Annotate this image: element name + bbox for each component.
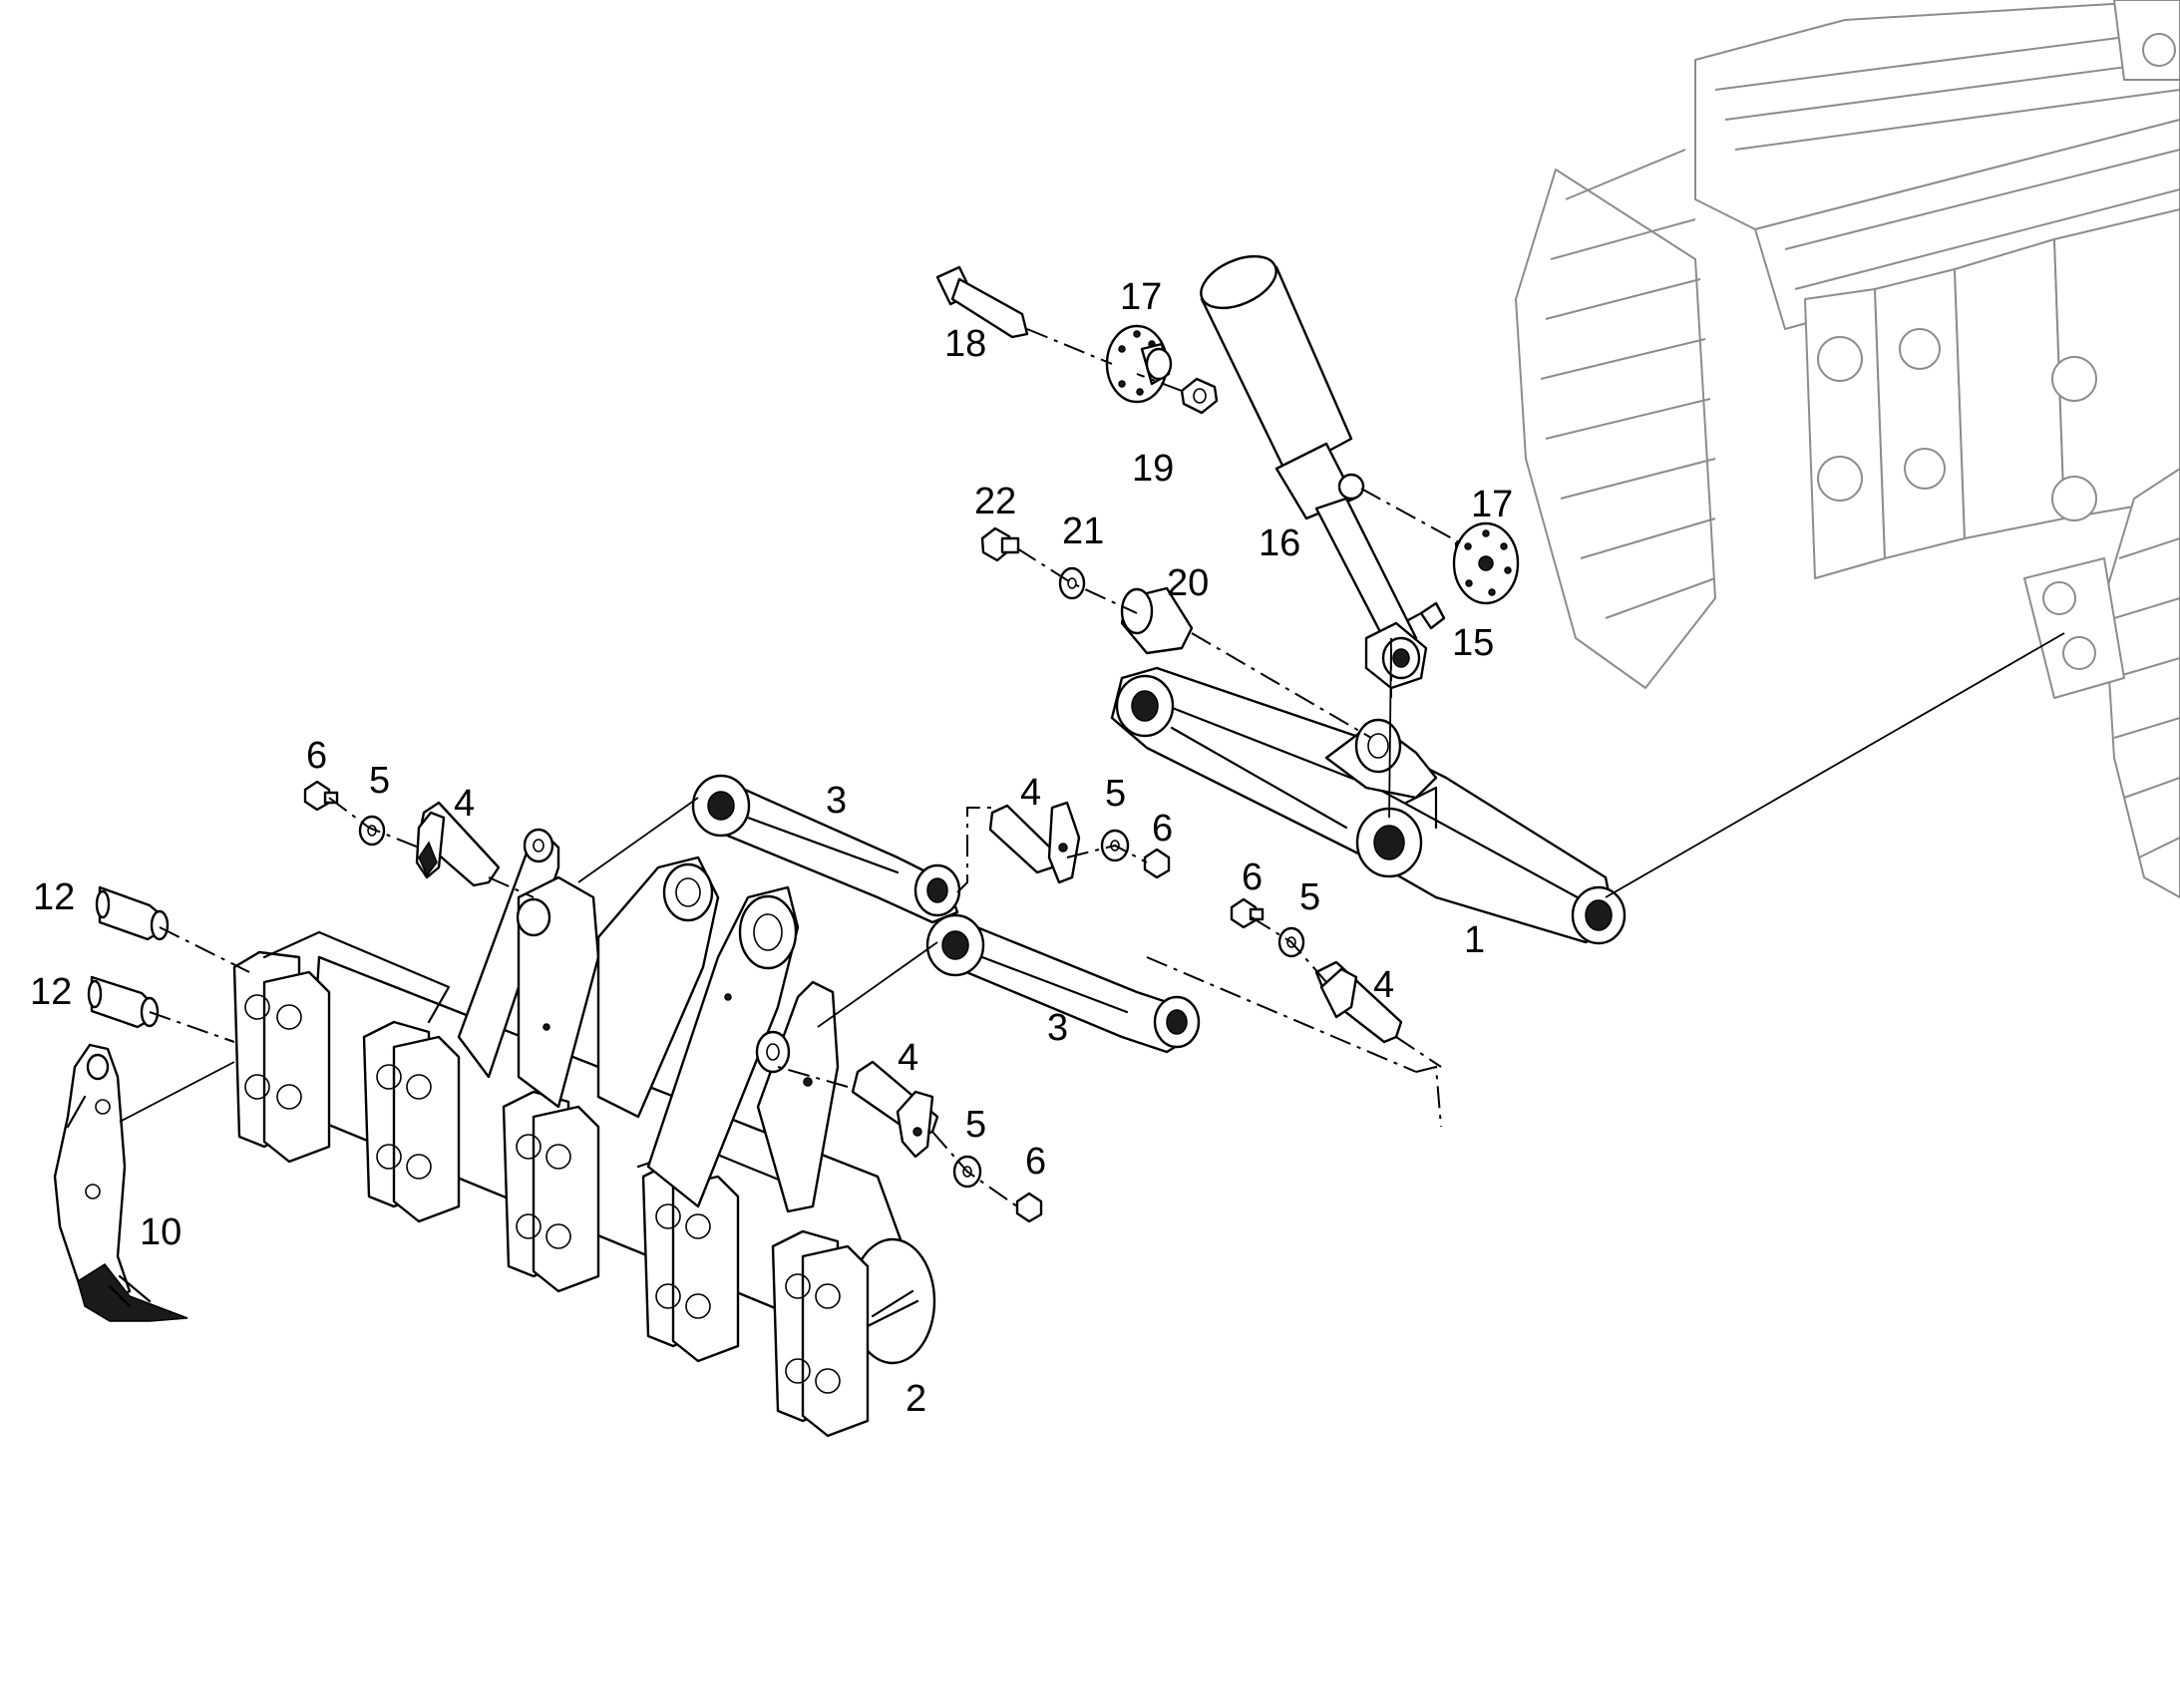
callout-6-middle: 6 [1152, 808, 1173, 850]
part-2-carriage [232, 828, 936, 1438]
callout-19: 19 [1132, 448, 1174, 490]
callout-12-lower: 12 [30, 971, 72, 1013]
part-16-cylinder [1200, 254, 1428, 690]
part-6-screw-lower [1015, 1192, 1043, 1223]
part-20-pin [1120, 586, 1194, 655]
callout-6-upper-left: 6 [306, 735, 327, 777]
callout-18: 18 [944, 323, 986, 365]
part-6-screw-middle [1143, 848, 1171, 879]
callout-22: 22 [974, 481, 1016, 522]
callout-4-upper-left: 4 [454, 783, 475, 825]
part-6-screw-right [1230, 897, 1265, 929]
part-12-pin-upper [95, 885, 170, 941]
callout-5-right: 5 [1299, 876, 1320, 918]
assembly-centerlines [149, 328, 1462, 1207]
callout-15: 15 [1452, 622, 1494, 664]
part-3-link-lower [925, 913, 1201, 1054]
part-1-arm [1110, 666, 1627, 945]
callout-16: 16 [1259, 522, 1300, 564]
part-17-flange-lower [1452, 521, 1520, 605]
part-12-pin-lower [87, 975, 160, 1029]
part-17-flange-upper [1105, 324, 1173, 404]
callout-17-lower: 17 [1471, 484, 1513, 525]
callout-labels: 1 2 3 3 4 4 4 4 5 5 5 5 6 6 6 6 10 12 12… [30, 276, 1513, 1420]
callout-17-upper: 17 [1120, 276, 1162, 318]
leader-part-1-to-frame [1605, 632, 2065, 898]
part-15-grease-fitting [1406, 601, 1446, 630]
callout-4-middle: 4 [1020, 772, 1041, 814]
callout-10: 10 [140, 1211, 182, 1253]
callout-3-upper: 3 [826, 780, 847, 822]
part-10-shank [53, 1043, 188, 1322]
callout-6-right: 6 [1242, 856, 1263, 898]
callout-3-lower: 3 [1047, 1007, 1068, 1049]
part-4-pin-lower [851, 1060, 939, 1159]
part-4-pin-upper-left [415, 801, 501, 887]
part-21-washer [1058, 566, 1086, 600]
callout-5-middle: 5 [1105, 773, 1126, 815]
part-3-link-upper [691, 774, 961, 924]
part-6-screw-upper-left [303, 780, 339, 812]
callout-12-upper: 12 [33, 876, 75, 918]
part-18-bolt [935, 265, 1029, 339]
part-5-washer-upper-left [358, 815, 386, 847]
callout-1: 1 [1464, 919, 1485, 961]
callout-5-lower: 5 [965, 1104, 986, 1146]
callout-5-upper-left: 5 [369, 760, 390, 802]
part-4-pin-middle [988, 801, 1081, 884]
machine-frame-background [1515, 0, 2180, 898]
callout-4-lower: 4 [898, 1037, 918, 1079]
callout-21: 21 [1062, 511, 1104, 552]
part-19-nut [1180, 377, 1219, 415]
callout-2: 2 [906, 1378, 926, 1420]
part-22-screw [980, 526, 1020, 562]
leader-lines [119, 637, 1392, 1123]
callout-6-lower: 6 [1025, 1141, 1046, 1183]
callout-4-right: 4 [1373, 964, 1394, 1006]
callout-20: 20 [1167, 562, 1209, 604]
